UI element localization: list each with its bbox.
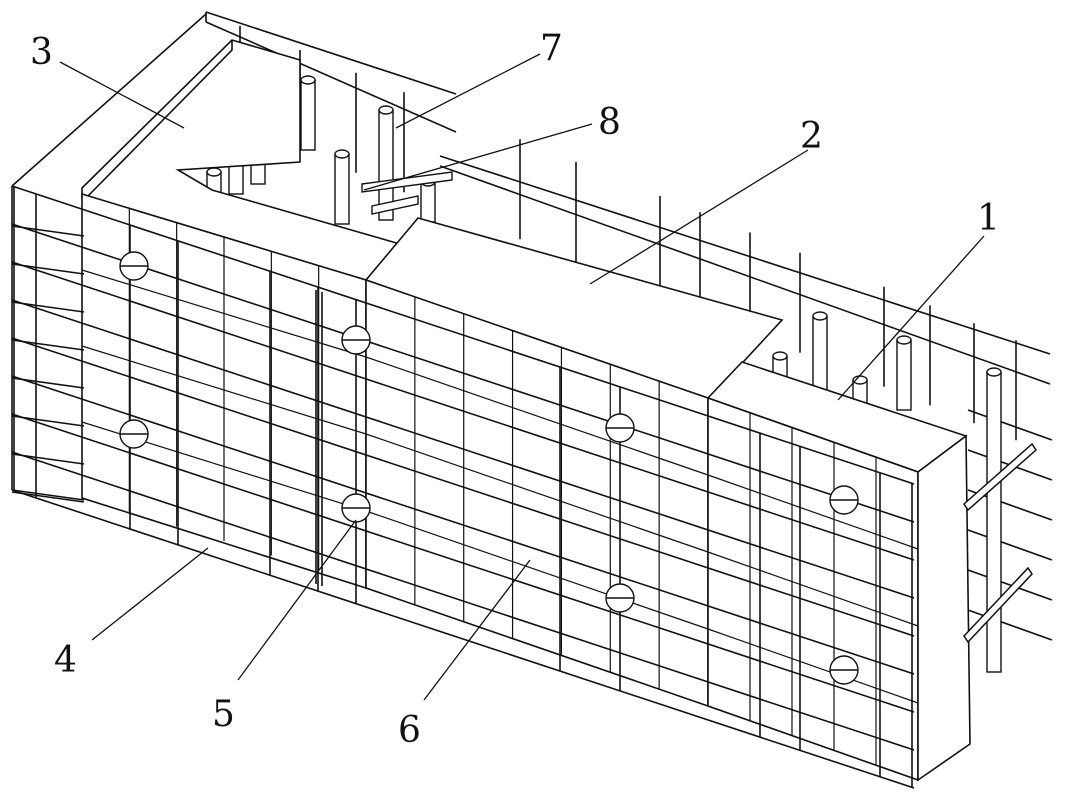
cage-tie: [12, 416, 84, 426]
starter-bar: [987, 372, 1001, 672]
cage-tie: [12, 302, 84, 312]
starter-bar-cap: [897, 336, 911, 344]
end-panel-side: [918, 436, 970, 780]
cage-tie: [12, 378, 84, 388]
callout-7: 7: [540, 28, 563, 69]
back-tie: [968, 410, 1052, 440]
callout-3: 3: [30, 32, 53, 73]
callout-4: 4: [54, 640, 77, 681]
starter-bar-cap: [301, 76, 315, 84]
cage-tie: [12, 264, 84, 274]
starter-bar-cap: [379, 106, 393, 114]
leader-line-3: [60, 62, 184, 128]
starter-bar-cap: [987, 368, 1001, 376]
starter-bar-cap: [335, 150, 349, 158]
leader-line-2: [590, 150, 808, 284]
callout-5: 5: [212, 694, 235, 735]
starter-bar: [897, 340, 911, 410]
tie-rod: [362, 172, 452, 214]
callout-1: 1: [977, 198, 1000, 239]
leader-line-4: [92, 548, 208, 640]
starter-bar: [301, 80, 315, 150]
back-tie: [968, 530, 1052, 560]
cage-tie: [12, 492, 84, 502]
cage-edge: [12, 490, 84, 500]
starter-bar: [335, 154, 349, 224]
callout-8: 8: [598, 102, 621, 143]
callout-2: 2: [800, 116, 823, 157]
callout-6: 6: [398, 710, 421, 751]
cage-tie: [12, 226, 84, 236]
starter-bar: [813, 316, 827, 396]
starter-bar-cap: [813, 312, 827, 320]
cage-tie: [12, 454, 84, 464]
starter-bar-cap: [773, 352, 787, 360]
starter-bar-cap: [207, 168, 221, 176]
cage-tie: [12, 340, 84, 350]
starter-bar: [421, 182, 435, 222]
leader-line-7: [396, 54, 540, 128]
